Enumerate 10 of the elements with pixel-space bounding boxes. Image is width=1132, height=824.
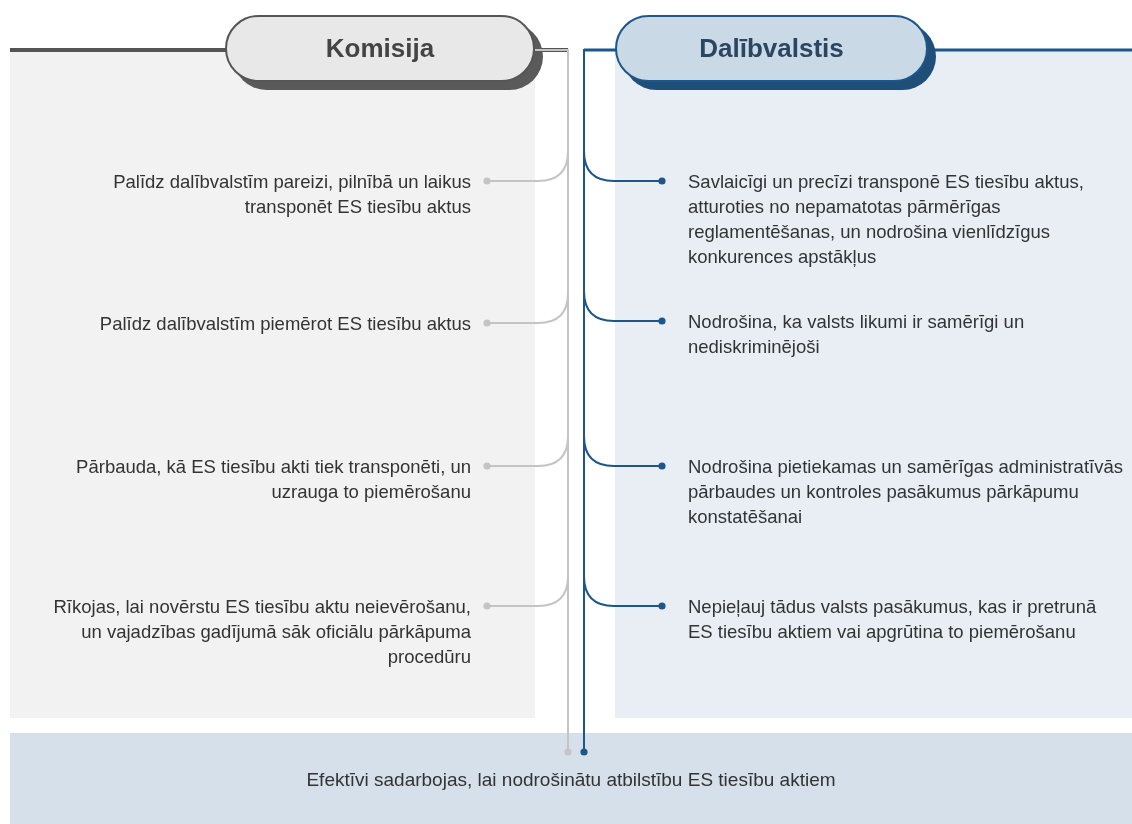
duty-text: Nepieļauj tādus valsts pasākumus, kas ir pretrunā ES tiesību aktiem vai apgrūtina to piemērošanu (662, 594, 1124, 644)
duty-text: Palīdz dalībvalstīm piemērot ES tiesību aktus (60, 311, 487, 336)
duty-text: Nodrošina pietiekamas un samērīgas administratīvās pārbaudes un kontroles pasākumus pārkāpumu konstatēšanai (662, 454, 1124, 529)
duty-text: Palīdz dalībvalstīm pareizi, pilnībā un laikus transponēt ES tiesību aktus (60, 169, 487, 219)
duty-text: Savlaicīgi un precīzi transponē ES tiesību aktus, atturoties no nepamatotas pārmērīgas reglamentēšanas, un nodrošina vienlīdzīgus konkurences apstākļus (662, 169, 1124, 269)
duty-text: Nodrošina, ka valsts likumi ir samērīgi un nediskriminējoši (662, 309, 1124, 359)
summary-band (10, 733, 1132, 824)
duty-text: Pārbauda, kā ES tiesību akti tiek transponēti, un uzrauga to piemērošanu (60, 454, 487, 504)
summary-text: Efektīvi sadarbojas, lai nodrošinātu atbilstību ES tiesību aktiem (306, 769, 836, 790)
duty-text: Rīkojas, lai novērstu ES tiesību aktu neievērošanu, un vajadzības gadījumā sāk oficiālu pārkāpuma procedūru (40, 594, 487, 669)
